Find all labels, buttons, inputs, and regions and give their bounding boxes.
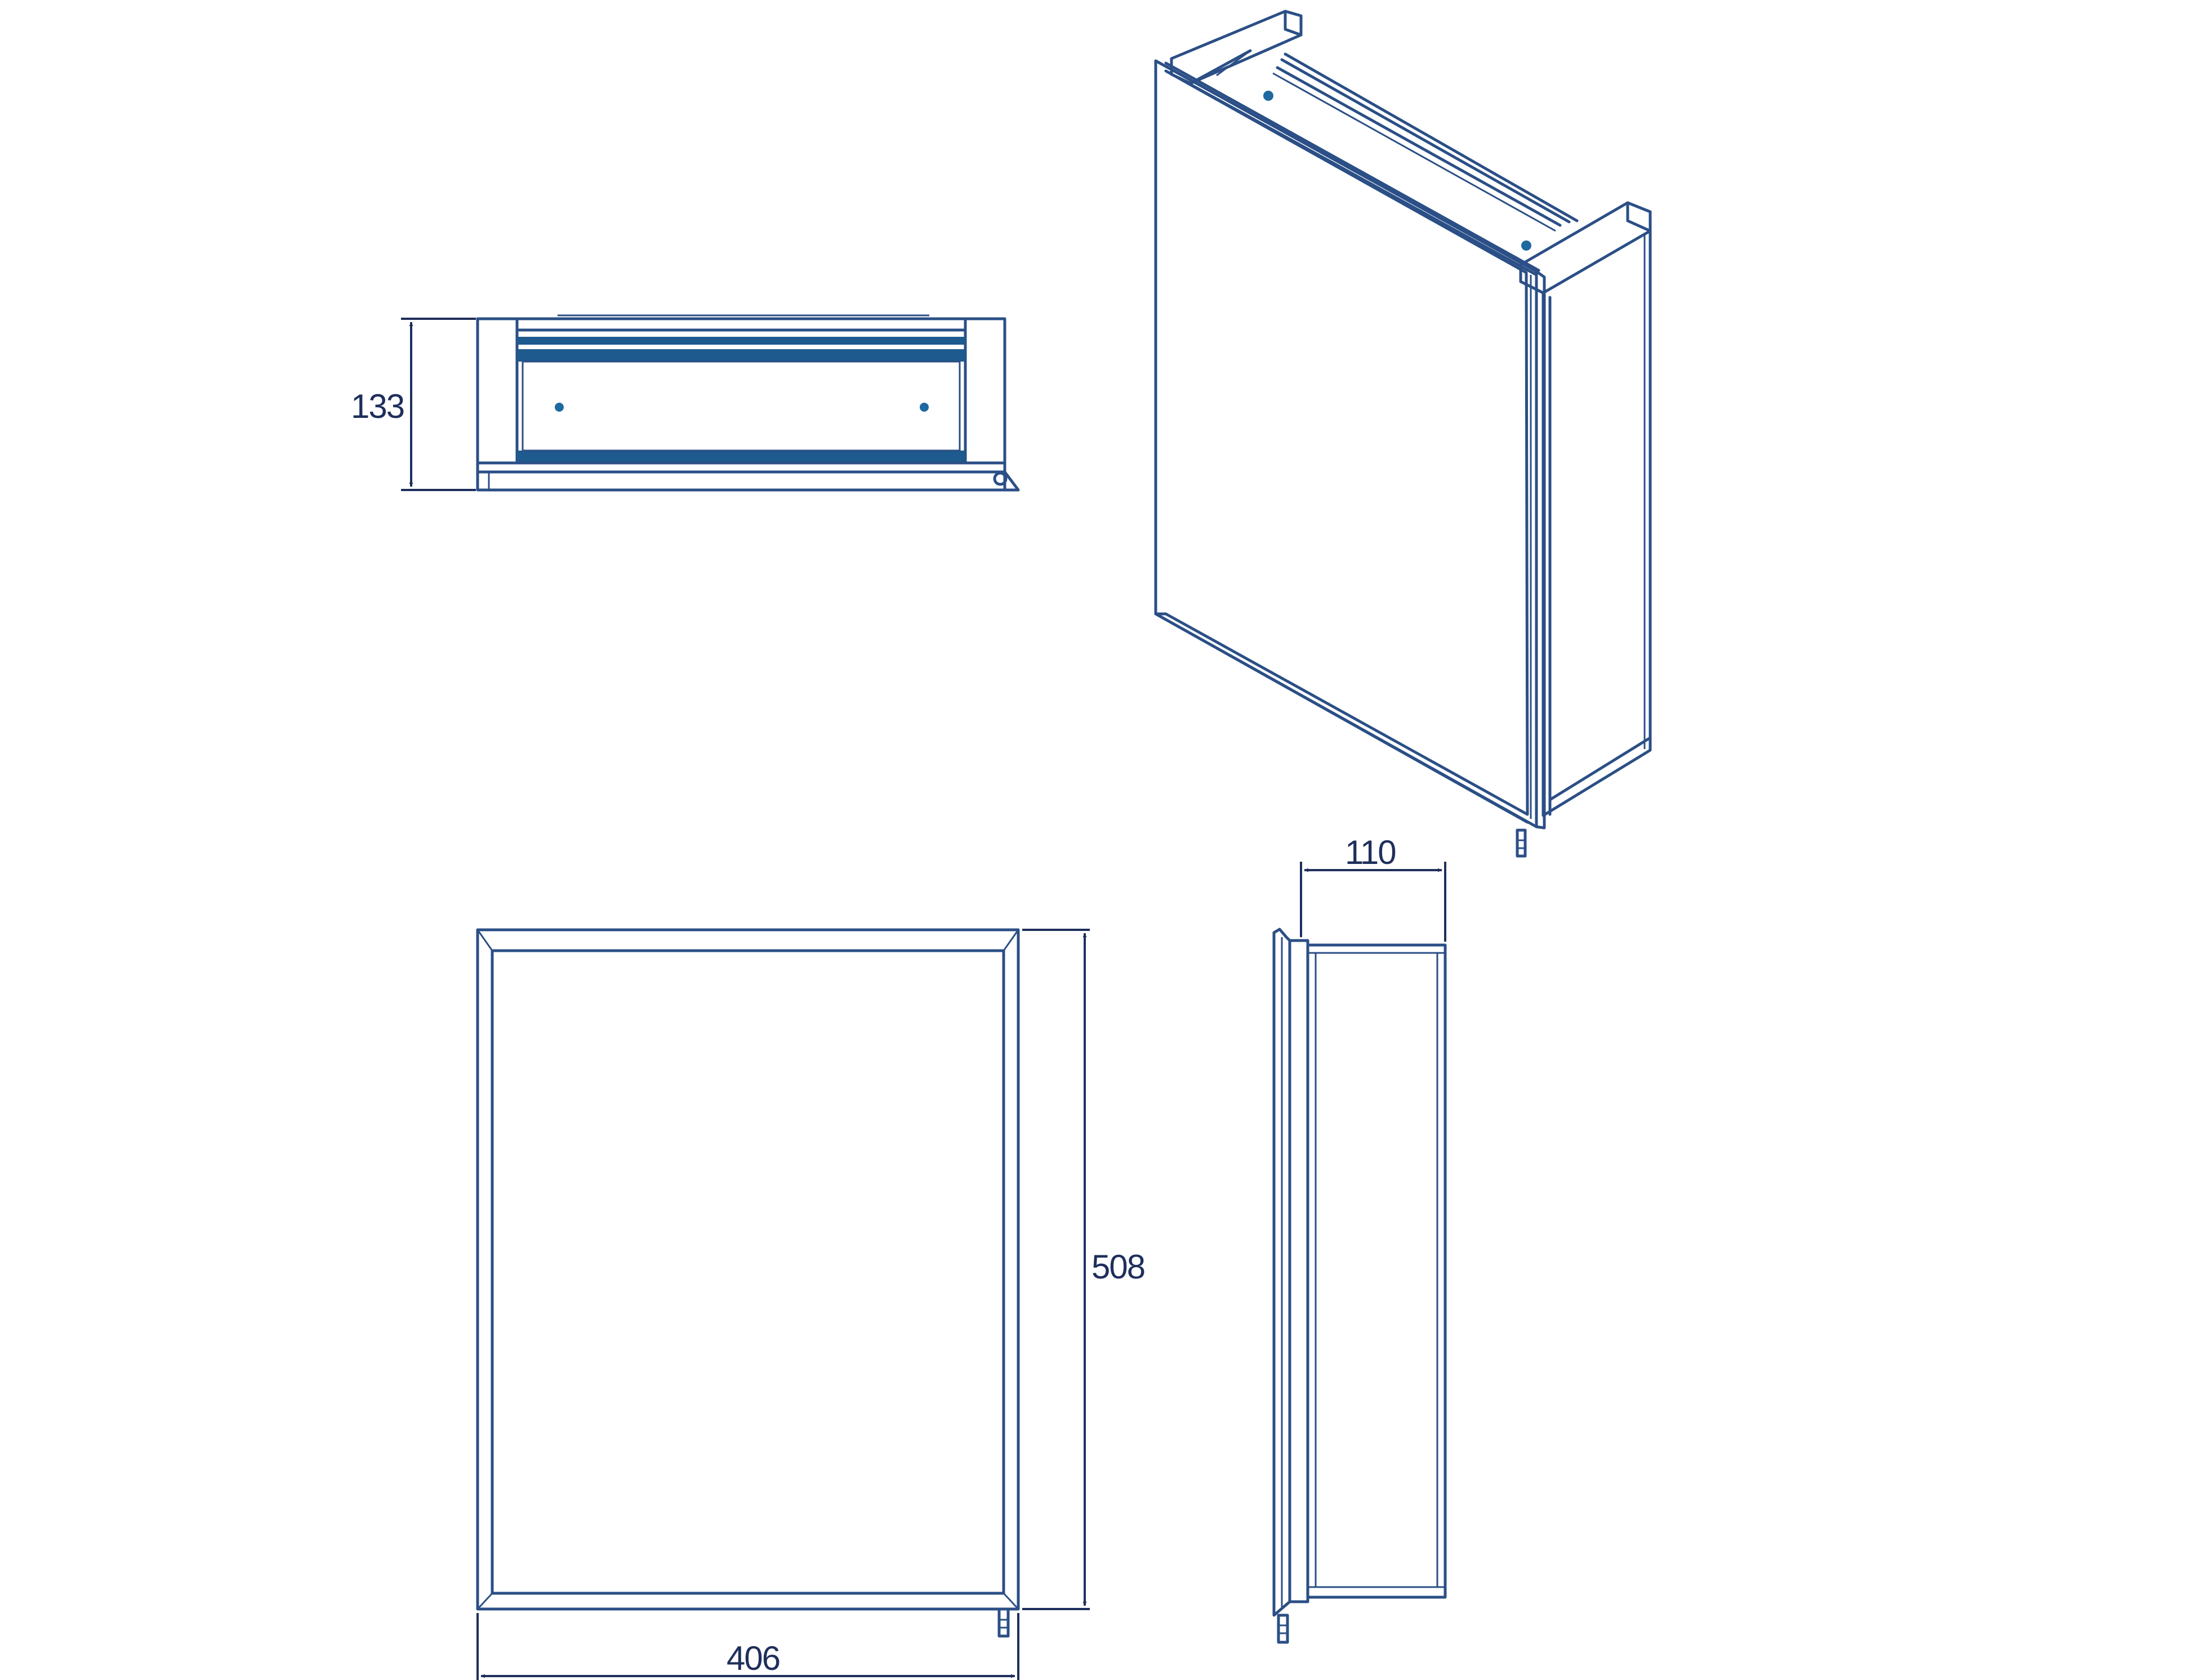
dimension-label-406: 406 — [727, 1639, 779, 1677]
mount-hole-dot — [1521, 240, 1531, 251]
mount-hole-dot — [555, 403, 564, 412]
top-view — [476, 314, 1020, 492]
isometric-view — [1154, 10, 1652, 858]
dimension-depth-top: 133 — [351, 318, 476, 491]
dimension-label-110: 110 — [1345, 834, 1396, 871]
dimension-width: 406 — [476, 1613, 1019, 1680]
dimension-depth-side: 110 — [1300, 834, 1446, 942]
front-view — [476, 928, 1020, 1638]
mount-hole-dot — [1263, 91, 1273, 101]
mount-hole-dot — [920, 403, 929, 412]
dimension-label-508: 508 — [1091, 1248, 1144, 1286]
side-view — [1272, 928, 1447, 1644]
dimension-label-133: 133 — [351, 387, 404, 425]
dimension-height: 508 — [1022, 929, 1146, 1610]
